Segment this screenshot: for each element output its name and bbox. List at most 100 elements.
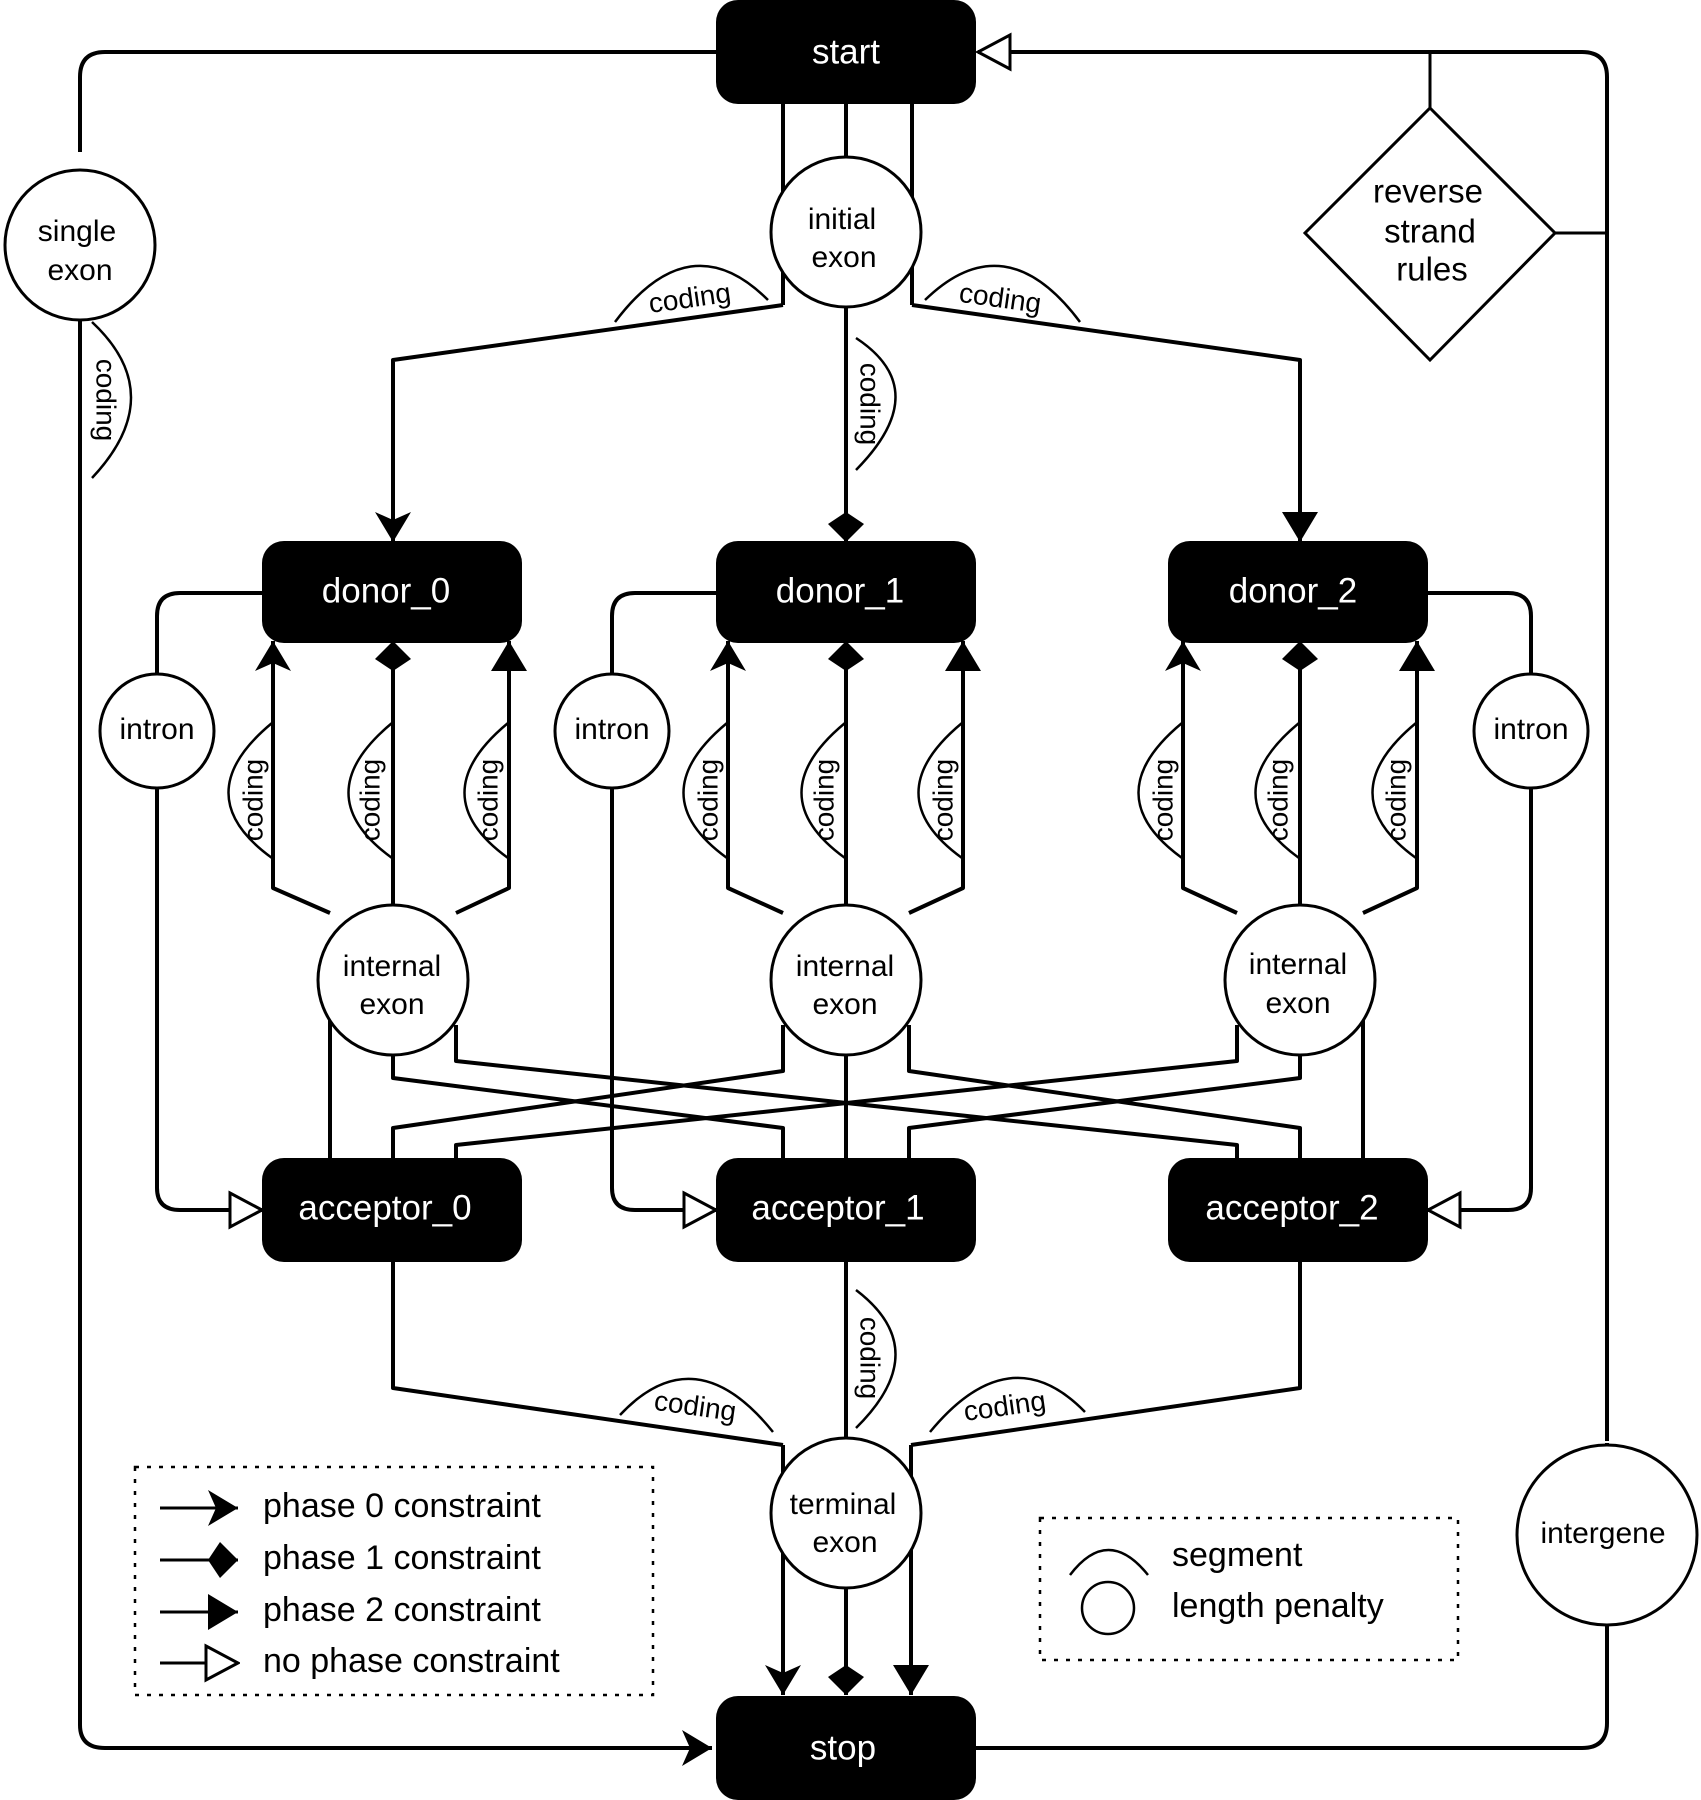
svg-text:acceptor_1: acceptor_1 <box>751 1188 924 1227</box>
acceptor-1-node: acceptor_1 <box>716 1158 976 1262</box>
svg-text:exon: exon <box>1265 987 1330 1020</box>
segment-arc: coding <box>855 336 897 471</box>
segment-arc-symbol <box>1069 1548 1149 1576</box>
segment-arc: coding <box>917 722 963 860</box>
svg-text:intron: intron <box>119 713 194 746</box>
phase-legend: phase 0 constraint phase 1 constraint ph… <box>133 1465 655 1697</box>
single-exon-state: single exon <box>3 168 157 322</box>
svg-text:exon: exon <box>47 254 112 287</box>
edge-a0-terminal <box>391 1262 784 1447</box>
svg-text:initial: initial <box>808 203 876 236</box>
svg-text:internal: internal <box>343 950 441 983</box>
internal-exon-state: internal exon <box>769 903 923 1057</box>
svg-text:donor_1: donor_1 <box>776 571 904 610</box>
segment-arcs: coding coding coding coding coding codin… <box>91 264 1417 1433</box>
svg-text:coding: coding <box>472 759 503 842</box>
edge-single-exon-stop <box>78 320 712 1766</box>
svg-text:coding: coding <box>855 363 886 446</box>
edge-intron-acceptor2 <box>1428 784 1533 1210</box>
svg-text:coding: coding <box>1147 759 1178 842</box>
donor-0-node: donor_0 <box>262 541 522 643</box>
svg-text:strand: strand <box>1384 213 1476 250</box>
edge-a0-ie1 <box>391 1025 785 1158</box>
edge-ie2-d2-a <box>1165 641 1238 915</box>
intergene-state: intergene <box>1515 1443 1699 1627</box>
segment-arc: coding <box>347 722 393 860</box>
svg-text:coding: coding <box>237 759 268 842</box>
segment-arc: coding <box>227 722 273 860</box>
svg-text:coding: coding <box>354 759 385 842</box>
legend-item: phase 2 constraint <box>160 1591 541 1630</box>
svg-text:coding: coding <box>1380 759 1411 842</box>
edge-a2-ie1 <box>907 1025 1302 1158</box>
svg-text:stop: stop <box>810 1728 876 1767</box>
segment-arc: coding <box>1371 722 1417 860</box>
svg-text:rules: rules <box>1396 251 1468 288</box>
stop-node: stop <box>716 1696 976 1800</box>
svg-text:reverse: reverse <box>1373 173 1483 210</box>
donor-1-node: donor_1 <box>716 541 976 643</box>
edge-a1-ie2 <box>907 1035 1302 1158</box>
edge-ie1-d1-c <box>908 641 981 915</box>
acceptor-2-node: acceptor_2 <box>1168 1158 1428 1262</box>
svg-text:coding: coding <box>1262 759 1293 842</box>
legend-item: segment <box>1069 1536 1303 1576</box>
edge-intergene-start <box>978 52 1609 1441</box>
segment-arc: coding <box>614 264 769 323</box>
edge-initial-donor2 <box>911 303 1318 542</box>
segment-arc: coding <box>800 722 846 860</box>
segment-arc: coding <box>855 1289 897 1429</box>
edge-ie2-d2-c <box>1362 641 1435 915</box>
svg-text:coding: coding <box>927 759 958 842</box>
legend-item: phase 1 constraint <box>160 1539 541 1578</box>
svg-text:exon: exon <box>812 988 877 1021</box>
edge-donor1-intron <box>610 591 716 678</box>
segment-arc: coding <box>682 722 728 860</box>
edge-ie1-d1-a <box>710 641 784 915</box>
intron-state: intron <box>98 672 216 790</box>
svg-text:coding: coding <box>692 759 723 842</box>
edge-start-single-exon <box>78 50 718 152</box>
svg-text:intron: intron <box>1493 713 1568 746</box>
svg-text:phase 2 constraint: phase 2 constraint <box>263 1591 541 1629</box>
edge-donor0-intron <box>155 591 262 678</box>
svg-text:exon: exon <box>812 1526 877 1559</box>
edge-intron-acceptor0 <box>155 784 262 1210</box>
svg-text:exon: exon <box>359 988 424 1021</box>
svg-text:no phase constraint: no phase constraint <box>263 1642 560 1680</box>
edge-a2-terminal <box>910 1262 1302 1447</box>
signal-boxes: start donor_0 donor_1 donor_2 acceptor_0… <box>262 0 1428 1800</box>
svg-text:terminal: terminal <box>790 1488 897 1521</box>
svg-text:coding: coding <box>855 1317 886 1400</box>
svg-text:intron: intron <box>574 713 649 746</box>
svg-text:internal: internal <box>1249 948 1347 981</box>
svg-text:single: single <box>38 215 116 248</box>
segment-arc: coding <box>1254 722 1300 860</box>
start-node: start <box>716 0 976 104</box>
svg-text:acceptor_2: acceptor_2 <box>1205 1188 1378 1227</box>
svg-text:exon: exon <box>811 241 876 274</box>
edge-stop-intergene <box>975 1443 1609 1750</box>
svg-text:donor_2: donor_2 <box>1229 571 1357 610</box>
intron-state: intron <box>553 672 671 790</box>
legend-item: no phase constraint <box>160 1642 560 1680</box>
segment-arc: coding <box>924 264 1081 323</box>
legend-item: phase 0 constraint <box>160 1487 541 1526</box>
svg-text:coding: coding <box>652 1385 738 1427</box>
symbol-legend: segment length penalty <box>1038 1516 1460 1662</box>
internal-exon-state: internal exon <box>316 903 470 1057</box>
edge-intron-acceptor1 <box>610 784 716 1210</box>
state-circles: initial exon single exon intron intron i… <box>3 155 1699 1627</box>
initial-exon-state: initial exon <box>769 155 923 309</box>
intron-state: intron <box>1472 672 1590 790</box>
svg-text:start: start <box>812 32 880 71</box>
svg-text:coding: coding <box>91 359 122 442</box>
edge-a2-ie0 <box>454 1025 1239 1158</box>
svg-text:internal: internal <box>796 950 894 983</box>
legend-item: length penalty <box>1080 1580 1384 1636</box>
reverse-strand-rules-box: reverse strand rules <box>1302 105 1558 363</box>
edge-a1-ie0 <box>391 1035 785 1158</box>
segment-arc: coding <box>91 321 133 479</box>
